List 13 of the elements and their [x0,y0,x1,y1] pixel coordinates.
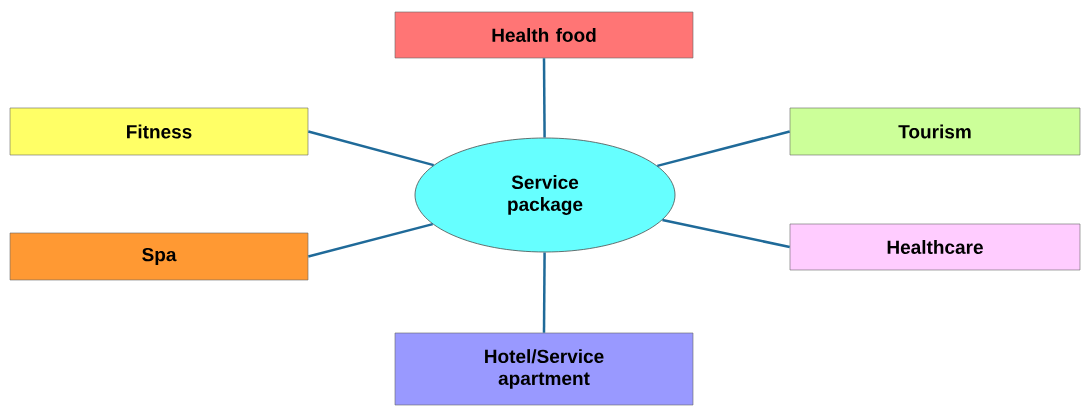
process-box: Hotel/Service apartment [394,332,694,406]
process-box: Healthcare [789,223,1081,271]
process-box: Health food [394,11,694,59]
connector-line [657,130,790,168]
process-box: Fitness [9,107,309,156]
connector-line [542,58,546,138]
process-box: Spa [9,232,309,281]
connector-line [308,130,434,167]
connector-line [542,252,546,333]
connector-line [308,222,434,258]
connector-line [662,218,790,249]
ellipse-node: Service package [414,137,676,253]
process-box: Tourism [789,107,1081,156]
